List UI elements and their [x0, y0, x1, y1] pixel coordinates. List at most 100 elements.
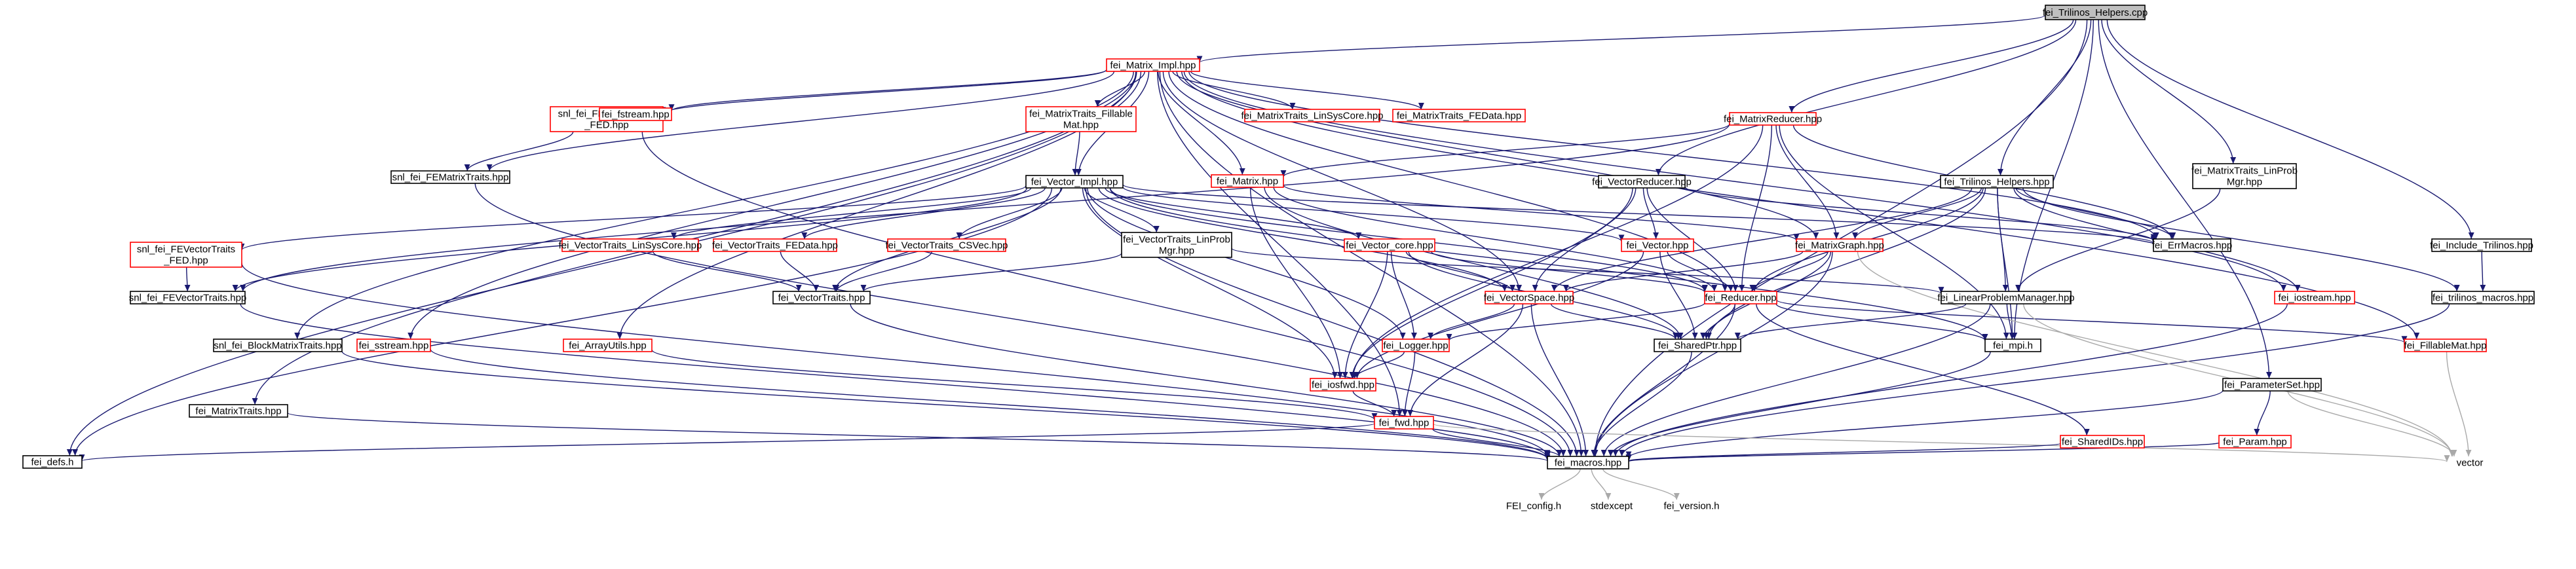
node-box: [1941, 291, 2072, 304]
node-block-matrix[interactable]: snl_fei_BlockMatrixTraits.hpp: [213, 339, 343, 352]
node-label: fei_MatrixTraits_Fillable: [1029, 109, 1133, 120]
node-matrix-reducer[interactable]: fei_MatrixReducer.hpp: [1724, 112, 1822, 126]
node-mt-linsyscore[interactable]: fei_MatrixTraits_LinSysCore.hpp: [1241, 109, 1384, 122]
node-box: [2218, 435, 2292, 449]
node-err-macros[interactable]: fei_ErrMacros.hpp: [2152, 238, 2233, 252]
node-mt-fedata[interactable]: fei_MatrixTraits_FEData.hpp: [1392, 109, 1526, 122]
node-macros[interactable]: fei_macros.hpp: [1547, 456, 1629, 469]
node-box: [1106, 58, 1200, 72]
edge-vt_linprob-to-vector_traits: [860, 252, 1122, 292]
node-box: [1121, 232, 1232, 258]
node-label: fei_MatrixTraits.hpp: [195, 406, 281, 417]
node-fei-version: fei_version.h: [1663, 501, 1719, 512]
node-vt-linsyscore[interactable]: fei_VectorTraits_LinSysCore.hpp: [559, 238, 702, 252]
edge-macros-to-fei_config: [1538, 468, 1581, 500]
node-label: fei_macros.hpp: [1555, 458, 1622, 469]
node-shared-ids[interactable]: fei_SharedIDs.hpp: [2060, 435, 2145, 449]
node-fstream[interactable]: fei_fstream.hpp: [599, 107, 672, 121]
edge-matrix_graph-to-vector_space: [1563, 251, 1804, 292]
node-parameter-set[interactable]: fei_ParameterSet.hpp: [2222, 378, 2322, 392]
edge-vector_impl-to-vector_space: [1098, 187, 1508, 292]
edge-matrix_reducer-to-iosfwd: [1350, 124, 1764, 379]
nodes-layer: fei_Trilinos_Helpers.cppfei_Matrix_Impl.…: [22, 5, 2535, 512]
node-linprob-mgr[interactable]: fei_LinearProblemManager.hpp: [1937, 291, 2075, 304]
edge-vector_hpp-to-iosfwd: [1354, 251, 1644, 379]
node-snl-fe-vector[interactable]: snl_fei_FEVectorTraits.hpp: [129, 291, 247, 304]
edge-parameter_set-to-macros: [1625, 390, 2224, 458]
edge-snl_fe_vector_fed-to-macros: [241, 263, 1551, 457]
edge-trilinos_macros-to-macros: [1619, 303, 2450, 457]
node-array-utils[interactable]: fei_ArrayUtils.hpp: [563, 339, 653, 352]
node-trilinos-macros[interactable]: fei_trilinos_macros.hpp: [2431, 291, 2535, 304]
node-iosfwd[interactable]: fei_iosfwd.hpp: [1310, 378, 1376, 392]
edge-linprob_mgr-to-mpi: [2006, 303, 2015, 340]
edge-vt_csvec-to-vector_traits: [833, 251, 932, 292]
node-box: [130, 291, 246, 304]
node-label: Mgr.hpp: [2227, 177, 2262, 188]
node-label: fei_MatrixTraits_FEData.hpp: [1397, 111, 1521, 122]
node-shared-ptr[interactable]: fei_SharedPtr.hpp: [1654, 339, 1741, 352]
edge-reducer-to-macros: [1591, 303, 1735, 457]
edge-iostream-to-macros: [1612, 303, 2288, 457]
node-vector-core[interactable]: fei_Vector_core.hpp: [1344, 238, 1435, 252]
edge-vector_impl-to-vt_fedata: [801, 187, 1046, 240]
node-vector-hpp[interactable]: fei_Vector.hpp: [1621, 238, 1694, 252]
node-label: _FED.hpp: [584, 120, 629, 131]
edge-vector_impl-to-iosfwd: [1082, 187, 1338, 379]
node-snl-fe-matrix[interactable]: snl_fei_FEMatrixTraits.hpp: [390, 170, 510, 184]
node-param[interactable]: fei_Param.hpp: [2218, 435, 2292, 449]
edge-matrix_hpp-to-shared_ptr: [1264, 187, 1684, 340]
node-box: [1344, 238, 1435, 252]
node-label: fei_VectorReducer.hpp: [1592, 177, 1692, 188]
node-label: fei_version.h: [1663, 501, 1719, 512]
node-mpi[interactable]: fei_mpi.h: [1984, 339, 2041, 352]
node-box: [1984, 339, 2041, 352]
node-label: FEI_config.h: [1506, 501, 1561, 512]
node-box: [356, 339, 431, 352]
edge-vector_reducer-to-vector_space: [1532, 187, 1637, 292]
edge-fillable_mat-to-vector_std: [2446, 351, 2472, 457]
node-vt-fedata[interactable]: fei_VectorTraits_FEData.hpp: [712, 238, 838, 252]
edge-matrix_impl-to-snl_fe_matrix: [486, 71, 1115, 172]
edge-mt_fillable-to-vector_impl: [1072, 131, 1080, 176]
node-matrix-impl[interactable]: fei_Matrix_Impl.hpp: [1106, 58, 1200, 72]
node-include-trilinos[interactable]: fei_Include_Trilinos.hpp: [2430, 238, 2533, 252]
node-vector-space[interactable]: fei_VectorSpace.hpp: [1484, 291, 1574, 304]
edge-root-to-matrix_reducer: [1789, 19, 2074, 113]
edge-linprob_mgr-to-macros: [1601, 303, 1991, 457]
node-label: snl_fei_BlockMatrixTraits.hpp: [214, 340, 341, 352]
node-vt-csvec[interactable]: fei_VectorTraits_CSVec.hpp: [885, 238, 1008, 252]
node-matrix-graph[interactable]: fei_MatrixGraph.hpp: [1795, 238, 1884, 252]
node-matrix-hpp[interactable]: fei_Matrix.hpp: [1211, 174, 1284, 188]
edge-vector_hpp-to-shared_ptr: [1659, 251, 1698, 340]
node-label: _FED.hpp: [163, 255, 208, 266]
node-label: fei_MatrixTraits_LinProb: [2191, 166, 2298, 177]
node-fwd[interactable]: fei_fwd.hpp: [1374, 416, 1434, 430]
node-box: [22, 455, 83, 469]
node-reducer[interactable]: fei_Reducer.hpp: [1704, 291, 1777, 304]
edge-array_utils-to-fwd: [651, 349, 1378, 420]
node-matrix-traits[interactable]: fei_MatrixTraits.hpp: [189, 404, 288, 418]
node-label: fei_VectorTraits_LinSysCore.hpp: [559, 240, 702, 251]
node-vector-traits[interactable]: fei_VectorTraits.hpp: [772, 291, 871, 304]
node-stdexcept: stdexcept: [1591, 501, 1633, 512]
node-label: fei_VectorTraits_CSVec.hpp: [885, 240, 1008, 251]
node-vector-impl[interactable]: fei_Vector_Impl.hpp: [1025, 175, 1124, 189]
node-trilinos-helpers-hpp[interactable]: fei_Trilinos_Helpers.hpp: [1940, 175, 2054, 189]
node-vector-reducer[interactable]: fei_VectorReducer.hpp: [1592, 175, 1692, 189]
node-mt-fillable[interactable]: fei_MatrixTraits_FillableMat.hpp: [1025, 106, 1137, 132]
node-fillable-mat[interactable]: fei_FillableMat.hpp: [2404, 339, 2487, 352]
node-iostream[interactable]: fei_iostream.hpp: [2274, 291, 2355, 304]
node-snl-fe-vector-fed[interactable]: snl_fei_FEVectorTraits_FED.hpp: [130, 242, 242, 268]
node-sstream[interactable]: fei_sstream.hpp: [356, 339, 431, 352]
node-defs[interactable]: fei_defs.h: [22, 455, 83, 469]
edge-block_matrix-to-macros: [341, 351, 1551, 460]
node-label: fei_VectorTraits.hpp: [778, 293, 865, 304]
edge-vector_space-to-fwd: [1407, 303, 1524, 417]
node-label: fei_ParameterSet.hpp: [2224, 380, 2320, 391]
node-label: fei_Matrix.hpp: [1217, 176, 1278, 187]
node-label: fei_Matrix_Impl.hpp: [1110, 60, 1196, 71]
node-logger[interactable]: fei_Logger.hpp: [1382, 339, 1450, 352]
